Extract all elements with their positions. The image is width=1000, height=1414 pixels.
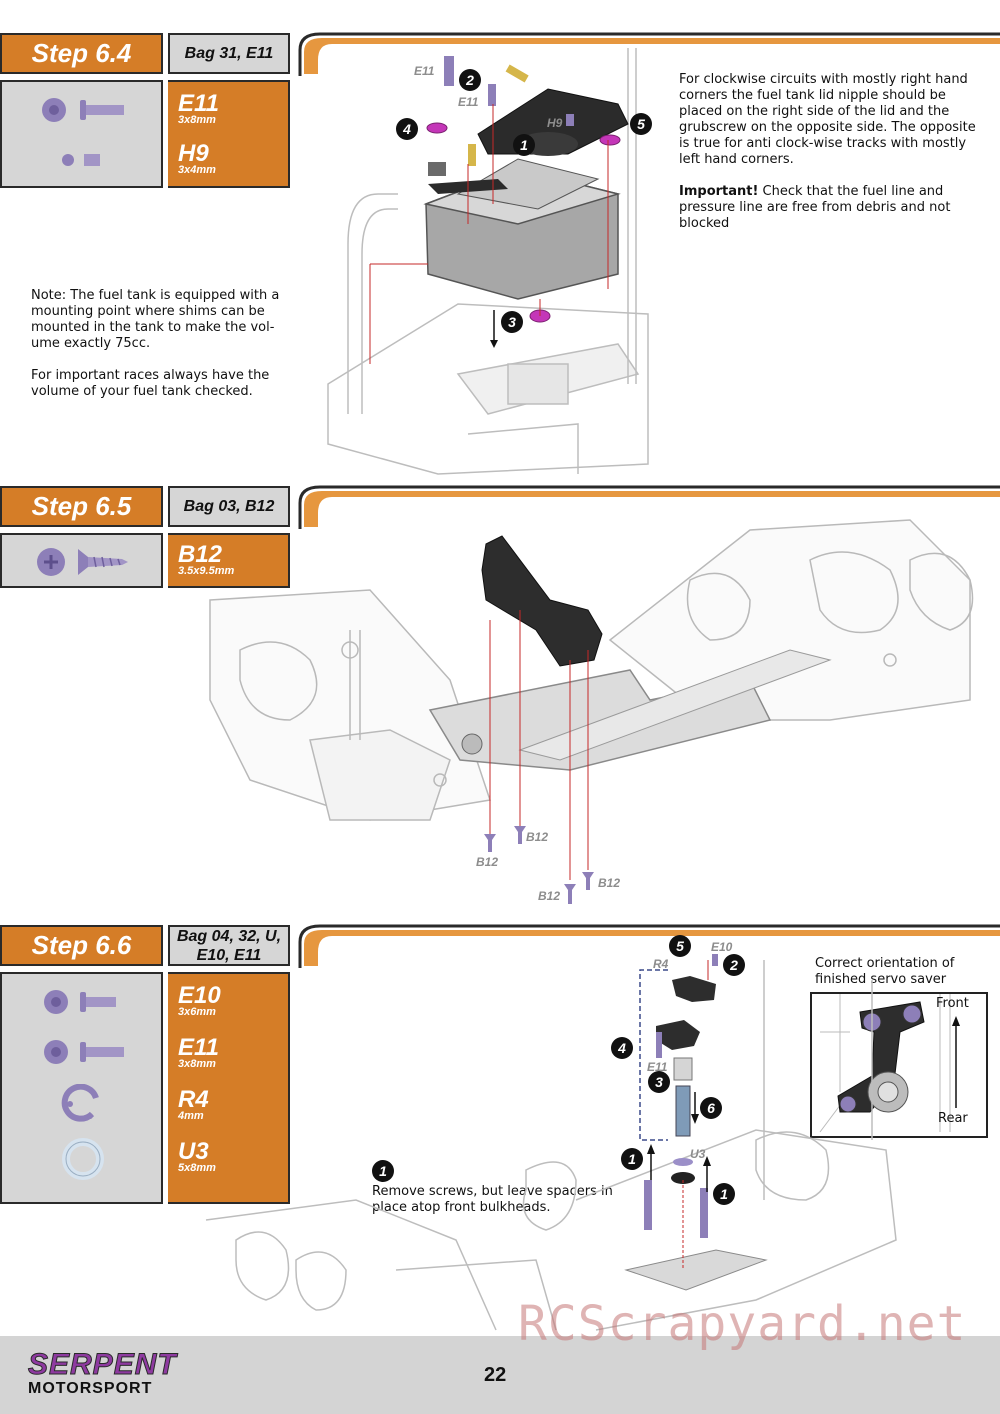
countersunk-self-tapping-screw-icon [37, 548, 128, 576]
step-6-5-parts-icons [0, 533, 163, 588]
part-size: 3x8mm [178, 114, 216, 126]
part-label-b12: B12 [526, 830, 549, 844]
callout-5: 5 [669, 935, 691, 957]
servo-saver-illustration [205, 954, 897, 1331]
step-6-4-parts-icons [0, 80, 163, 188]
callout-1: 1 [621, 1148, 643, 1170]
part-size: 3.5x9.5mm [178, 565, 235, 577]
servo-saver-inset [810, 992, 988, 1138]
step-6-6-parts-icons [0, 972, 163, 1204]
callout-3: 3 [648, 1071, 670, 1093]
remove-screws-note: Remove screws, but leave spacers in plac… [372, 1184, 613, 1215]
part-size: 3x6mm [178, 1006, 216, 1018]
fuel-tank-note: Note: The fuel tank is equipped with a m… [31, 288, 293, 400]
step-6-4-header-band [298, 32, 1000, 76]
part-label-e11: E11 [647, 1060, 668, 1074]
important-note: Important! Check that the fuel line and … [679, 184, 979, 232]
part-label-e11: E11 [458, 95, 479, 109]
step-6-5-bag: Bag 03, B12 [168, 486, 290, 527]
inset-rear-label: Rear [938, 1111, 968, 1126]
chassis-brace-illustration [209, 519, 974, 904]
part-code: U3 [178, 1138, 209, 1165]
fuel-tank-note-2: For important races always have the volu… [31, 368, 270, 399]
step-6-6-parts-codes: E10 3x6mm E11 3x8mm R4 4mm U3 5x8mm [168, 972, 290, 1204]
part-label-e11: E11 [414, 64, 435, 78]
fuel-tank-illustration [327, 48, 649, 475]
step-6-4-bag: Bag 31, E11 [168, 33, 290, 74]
part-label-u3: U3 [690, 1147, 706, 1161]
part-size: 5x8mm [178, 1162, 216, 1174]
step-6-6-bag: Bag 04, 32, U, E10, E11 [168, 925, 290, 966]
step-6-5-parts-codes: B12 3.5x9.5mm [168, 533, 290, 588]
callout-5: 5 [630, 113, 652, 135]
important-text: Check that the fuel line and pressure li… [679, 184, 951, 231]
callout-1: 1 [372, 1160, 394, 1182]
part-code: R4 [178, 1086, 209, 1113]
part-label-r4: R4 [653, 957, 669, 971]
part-size: 3x8mm [178, 1058, 216, 1070]
part-size: 4mm [178, 1110, 204, 1122]
page-footer [0, 1336, 1000, 1414]
clockwise-note-text: For clockwise circuits with mostly right… [679, 72, 976, 167]
part-code: E10 [178, 982, 221, 1009]
important-label: Important! [679, 184, 759, 199]
callout-2: 2 [723, 954, 745, 976]
callout-1: 1 [513, 134, 535, 156]
step-6-5-header-band [298, 485, 1000, 529]
step-6-4-parts-codes: E11 3x8mm H9 3x4mm [168, 80, 290, 188]
part-size: 3x4mm [178, 164, 216, 176]
callout-2: 2 [459, 69, 481, 91]
grub-screw-icon [62, 154, 100, 166]
part-label-b12: B12 [476, 855, 499, 869]
step-6-6-title: Step 6.6 [0, 925, 163, 966]
brand-line-1: SERPENT [28, 1348, 177, 1381]
part-label-b12: B12 [598, 876, 621, 890]
part-label-e10: E10 [711, 940, 733, 954]
step-6-6-header-band [298, 924, 1000, 968]
fuel-tank-note-1: Note: The fuel tank is equipped with a m… [31, 288, 280, 351]
callout-4: 4 [611, 1037, 633, 1059]
part-code: B12 [178, 541, 223, 568]
callout-4: 4 [396, 118, 418, 140]
callout-6: 6 [700, 1097, 722, 1119]
page-number: 22 [484, 1364, 507, 1386]
button-head-screw-icon [44, 990, 116, 1014]
e-clip-icon [61, 1084, 99, 1122]
button-head-screw-icon [44, 1040, 124, 1064]
part-code: E11 [178, 90, 219, 117]
button-head-screw-icon [42, 98, 124, 122]
brand-line-2: MOTORSPORT [28, 1380, 153, 1397]
inset-front-label: Front [936, 996, 969, 1011]
part-code: E11 [178, 1034, 219, 1061]
callout-3: 3 [501, 311, 523, 333]
clockwise-note: For clockwise circuits with mostly right… [679, 72, 979, 232]
step-6-4-title: Step 6.4 [0, 33, 163, 74]
washer-icon [62, 1138, 104, 1180]
callout-1: 1 [713, 1183, 735, 1205]
watermark: RCScrapyard.net [518, 1296, 967, 1352]
part-label-b12: B12 [538, 889, 561, 903]
step-6-5-title: Step 6.5 [0, 486, 163, 527]
serpent-logo: SERPENT MOTORSPORT [28, 1348, 218, 1398]
part-code: H9 [178, 140, 209, 167]
part-label-h9: H9 [547, 116, 563, 130]
inset-title: Correct orientation of finished servo sa… [815, 956, 955, 987]
